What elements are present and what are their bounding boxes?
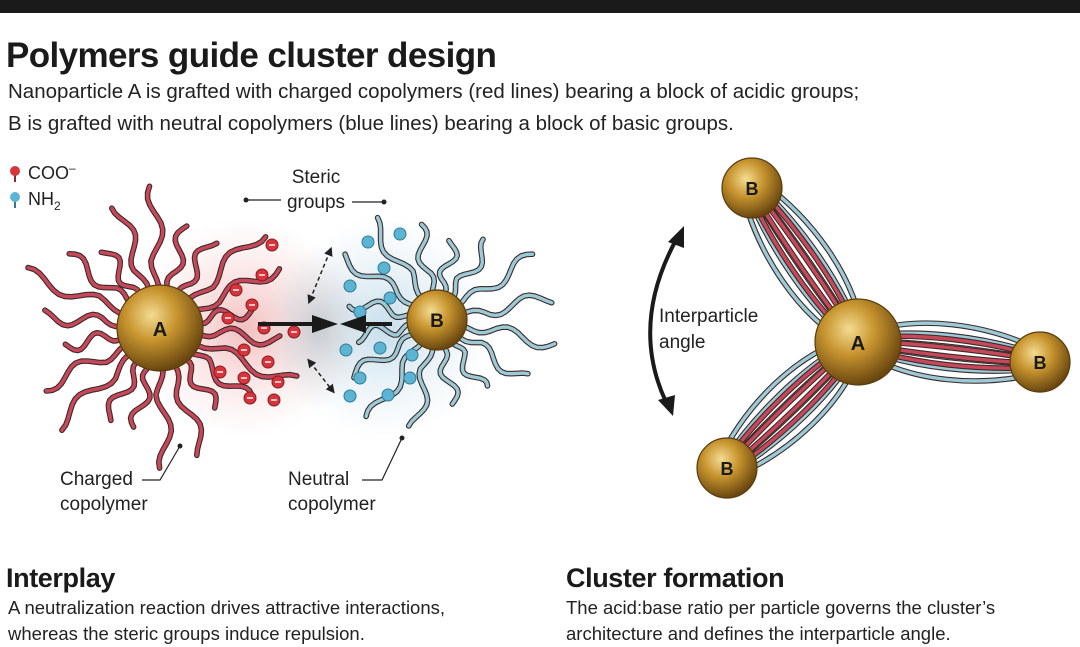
neutral-chain bbox=[374, 214, 428, 305]
acid-charge: – bbox=[69, 161, 76, 175]
charged-chain bbox=[144, 183, 166, 301]
neutral-copolymer-callout: Neutral copolymer bbox=[288, 435, 405, 515]
top-rule bbox=[0, 0, 1080, 13]
subtitle-line-1: Nanoparticle A is grafted with charged c… bbox=[8, 80, 860, 103]
cluster-particle-b-bottom: B bbox=[696, 437, 758, 499]
charged-chain bbox=[25, 264, 135, 320]
base-dot bbox=[403, 371, 417, 385]
figure-title: Polymers guide cluster design bbox=[6, 36, 497, 75]
neutral-chain bbox=[446, 335, 491, 389]
neutral-label-line-2: copolymer bbox=[288, 494, 376, 515]
svg-text:COO–: COO– bbox=[28, 161, 76, 183]
cluster-particle-b-top: B bbox=[721, 157, 783, 219]
interplay-text-line-1: A neutralization reaction drives attract… bbox=[8, 597, 446, 618]
cluster-b-right-label: B bbox=[1034, 353, 1047, 373]
cluster-a-label: A bbox=[851, 333, 865, 355]
neutral-label-line-1: Neutral bbox=[288, 469, 349, 490]
base-group-label: NH bbox=[28, 189, 54, 209]
neutral-chain bbox=[342, 251, 422, 311]
charged-label-line-1: Charged bbox=[60, 469, 133, 490]
base-dot bbox=[361, 235, 375, 249]
interplay-heading: Interplay bbox=[6, 563, 115, 593]
neutral-chain bbox=[415, 221, 437, 302]
particle-b-label: B bbox=[430, 311, 444, 332]
legend: COO– NH2 bbox=[10, 161, 76, 213]
base-dot bbox=[383, 291, 397, 305]
base-dot bbox=[339, 343, 353, 357]
base-dot bbox=[343, 389, 357, 403]
base-dot bbox=[353, 371, 367, 385]
cluster-formation-text-line-1: The acid:base ratio per particle governs… bbox=[566, 597, 996, 618]
base-dot bbox=[377, 261, 391, 275]
steric-groups-callout: Steric groups bbox=[243, 167, 387, 213]
cluster-particle-b-right: B bbox=[1009, 331, 1071, 393]
neutral-chain bbox=[455, 292, 555, 319]
charged-chain bbox=[180, 343, 255, 398]
charged-chain bbox=[187, 325, 283, 348]
steric-label-line-1: Steric bbox=[292, 167, 341, 188]
charged-chain bbox=[166, 353, 205, 459]
angle-label-line-1: Interparticle bbox=[659, 306, 758, 327]
svg-text:NH2: NH2 bbox=[28, 189, 61, 213]
charged-chain bbox=[153, 355, 175, 471]
interplay-diagram: A B Steric groups Charged copolymer bbox=[25, 167, 558, 515]
particle-a: A bbox=[116, 284, 204, 372]
acid-groups bbox=[213, 238, 301, 407]
cluster-b-top-label: B bbox=[746, 179, 759, 199]
neutral-chain bbox=[437, 338, 461, 407]
neutral-chain bbox=[452, 329, 531, 377]
cluster-diagram: A B B B Interparticle angle bbox=[648, 157, 1071, 499]
base-dot bbox=[343, 279, 357, 293]
cluster-b-bottom-label: B bbox=[721, 459, 734, 479]
base-groups bbox=[339, 227, 419, 403]
charged-chain bbox=[179, 234, 269, 311]
charged-chain bbox=[183, 266, 283, 318]
charged-chain bbox=[42, 307, 133, 330]
charged-label-line-2: copolymer bbox=[60, 494, 148, 515]
angle-label-line-2: angle bbox=[659, 332, 706, 353]
cluster-formation-text-line-2: architecture and defines the interpartic… bbox=[566, 623, 951, 644]
subtitle-line-2: B is grafted with neutral copolymers (bl… bbox=[8, 112, 734, 135]
particle-a-label: A bbox=[153, 319, 167, 341]
neutral-chain bbox=[356, 321, 419, 346]
neutral-chain bbox=[455, 321, 558, 351]
attraction-arrows bbox=[258, 315, 392, 333]
base-subscript: 2 bbox=[54, 199, 61, 213]
diagram-canvas: COO– NH2 A B bbox=[10, 157, 1071, 515]
charged-chain bbox=[66, 251, 140, 313]
neutral-chain bbox=[452, 251, 536, 311]
acid-group-label: COO bbox=[28, 163, 69, 183]
base-dot bbox=[381, 388, 395, 402]
charged-copolymer-chains bbox=[25, 183, 300, 471]
neutral-chain bbox=[405, 338, 436, 429]
steric-label-line-2: groups bbox=[287, 192, 345, 213]
neutral-chain bbox=[436, 237, 460, 302]
charged-chain bbox=[109, 205, 154, 303]
base-dot bbox=[405, 348, 419, 362]
base-group-icon bbox=[10, 192, 20, 208]
cluster-formation-heading: Cluster formation bbox=[566, 563, 785, 593]
acid-group-icon bbox=[10, 166, 20, 182]
charged-chain bbox=[43, 338, 137, 394]
particle-b: B bbox=[406, 289, 468, 351]
neutral-chain bbox=[351, 329, 422, 381]
cluster-particle-a: A bbox=[814, 298, 902, 386]
repulsion-arrows bbox=[307, 246, 335, 394]
charged-chain bbox=[59, 345, 141, 433]
interplay-text-line-2: whereas the steric groups induce repulsi… bbox=[8, 623, 365, 644]
interparticle-angle-arrow bbox=[648, 226, 684, 416]
neutral-chain bbox=[446, 236, 486, 305]
charged-copolymer-callout: Charged copolymer bbox=[60, 443, 183, 515]
base-dot bbox=[393, 227, 407, 241]
base-dot bbox=[373, 341, 387, 355]
